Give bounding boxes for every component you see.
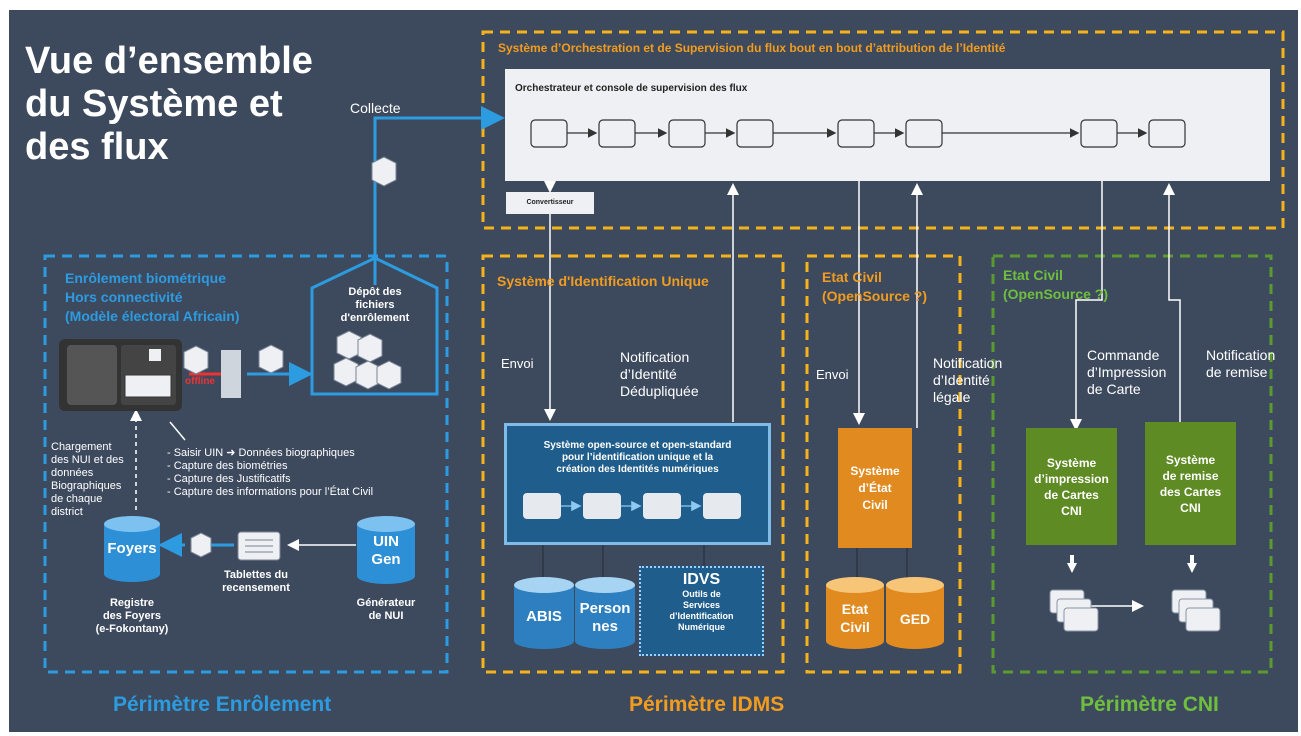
print-system-box: Système d’impression de Cartes CNI <box>1026 428 1117 545</box>
cni-perimeter: Périmètre CNI <box>1080 693 1219 716</box>
cni-order-label: Commande d’Impression de Carte <box>1087 347 1167 397</box>
idvs-subtitle: Outils de Services d’Identification Numé… <box>669 589 734 632</box>
cni-title: Etat Civil (OpenSource ?) <box>1003 267 1109 302</box>
civil-send-label: Envoi <box>816 367 849 382</box>
database-cylinders <box>104 516 944 649</box>
idvs-title: IDVS <box>682 571 721 588</box>
civil-db-label: Etat Civil <box>840 601 870 635</box>
abis-label: ABIS <box>526 608 562 625</box>
idms-title: Système d'Identification Unique <box>497 273 709 289</box>
orchestrator-console: Orchestrateur et console de supervision … <box>505 69 1270 181</box>
orchestration-title: Système d’Orchestration et de Supervisio… <box>498 41 1006 55</box>
idms-system-box: Système open-source et open-standard pou… <box>504 423 771 545</box>
enrolment-frame <box>43 254 449 674</box>
tablets-label: Tablettes du recensement <box>222 569 290 594</box>
cni-frame <box>991 254 1273 674</box>
uin-db-label: UIN Gen <box>371 533 401 568</box>
idms-notif-label: Notification d’Identité Dédupliquée <box>620 349 699 399</box>
ged-db-label: GED <box>899 611 931 627</box>
civil-frame <box>805 254 962 674</box>
load-label: Chargement des NUI et des données Biogra… <box>51 441 124 518</box>
converter-box: Convertisseur <box>506 192 594 214</box>
deposit-label: Dépôt des fichiers d'enrôlement <box>340 286 410 324</box>
households-db-label: Foyers <box>107 540 157 557</box>
idms-frame <box>481 254 785 674</box>
registry-label: Registre des Foyers (e-Fokontany) <box>95 597 169 635</box>
enrolment-title: Enrôlement biométrique Hors connectivité… <box>65 270 240 324</box>
delivery-system-box: Système de remise des Cartes CNI <box>1145 422 1236 545</box>
persons-label: Person nes <box>579 600 631 635</box>
card-icons <box>1049 589 1221 632</box>
console-title: Orchestrateur et console de supervision … <box>515 83 748 94</box>
orchestration-frame <box>481 30 1285 230</box>
offline-label: offline <box>185 376 215 387</box>
civil-notif-label: Notification d’Identité légale <box>933 355 1003 405</box>
civil-system-box: Système d’État Civil <box>838 428 912 548</box>
idvs-box: IDVS Outils de Services d’Identification… <box>639 566 764 656</box>
collect-arrow <box>373 106 505 285</box>
idms-send-label: Envoi <box>501 356 534 371</box>
cni-notif-label: Notification de remise <box>1206 347 1276 380</box>
civil-title: Etat Civil (OpenSource ?) <box>822 269 928 304</box>
enrolment-perimeter: Périmètre Enrôlement <box>113 693 332 716</box>
idms-perimeter: Périmètre IDMS <box>629 693 785 716</box>
page-title: Vue d’ensemble du Système et des flux <box>25 40 313 168</box>
idms-system-title: Système open-source et open-standard pou… <box>543 440 732 475</box>
generator-label: Générateur de NUI <box>356 597 416 622</box>
collect-label: Collecte <box>350 100 401 116</box>
capture-list: - Saisir UIN ➜ Données biographiques - C… <box>167 447 374 498</box>
enrolment-kit-icon <box>59 339 241 411</box>
cube-icons <box>183 156 402 558</box>
diagram-canvas: Vue d’ensemble du Système et des flux Sy… <box>9 10 1298 732</box>
